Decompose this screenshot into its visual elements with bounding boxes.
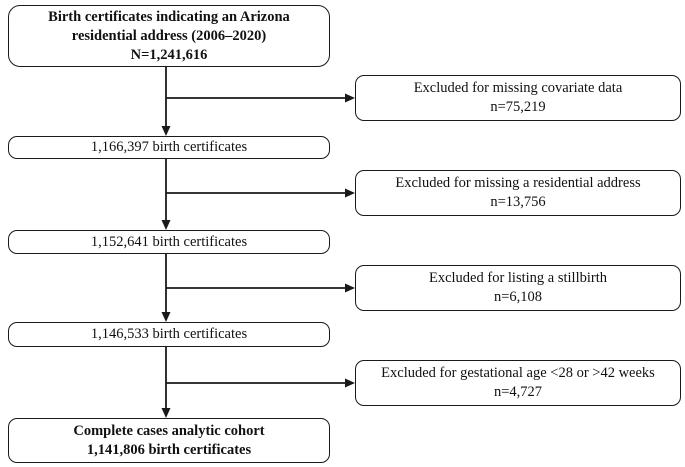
stage-1-label: 1,166,397 birth certificates <box>90 139 248 155</box>
stage-box-1: 1,166,397 birth certificates <box>8 136 330 159</box>
stage-2-label: 1,152,641 birth certificates <box>90 233 248 250</box>
exclusion-4-count: n=4,727 <box>493 384 543 400</box>
exclusion-2-reason: Excluded for missing a residential addre… <box>395 175 641 191</box>
stage-box-3: 1,146,533 birth certificates <box>8 322 330 347</box>
exclusion-box-2: Excluded for missing a residential addre… <box>355 170 681 216</box>
exclusion-1-reason: Excluded for missing covariate data <box>413 80 623 96</box>
source-box: Birth certificates indicating an Arizona… <box>8 5 330 67</box>
source-line-3: N=1,241,616 <box>130 46 208 63</box>
exclusion-2-count: n=13,756 <box>490 194 546 210</box>
exclusion-3-count: n=6,108 <box>493 289 543 305</box>
final-line-2: 1,141,806 birth certificates <box>86 441 252 458</box>
source-line-2: residential address (2006–2020) <box>71 27 267 44</box>
stage-box-2: 1,152,641 birth certificates <box>8 230 330 254</box>
final-box: Complete cases analytic cohort 1,141,806… <box>8 418 330 463</box>
source-line-1: Birth certificates indicating an Arizona <box>48 8 290 25</box>
exclusion-box-4: Excluded for gestational age <28 or >42 … <box>355 360 681 406</box>
final-line-1: Complete cases analytic cohort <box>73 422 265 439</box>
stage-3-label: 1,146,533 birth certificates <box>90 326 248 342</box>
exclusion-4-reason: Excluded for gestational age <28 or >42 … <box>381 365 655 381</box>
exclusion-box-1: Excluded for missing covariate data n=75… <box>355 75 681 121</box>
exclusion-3-reason: Excluded for listing a stillbirth <box>428 270 607 286</box>
exclusion-box-3: Excluded for listing a stillbirth n=6,10… <box>355 265 681 311</box>
exclusion-1-count: n=75,219 <box>490 99 546 115</box>
